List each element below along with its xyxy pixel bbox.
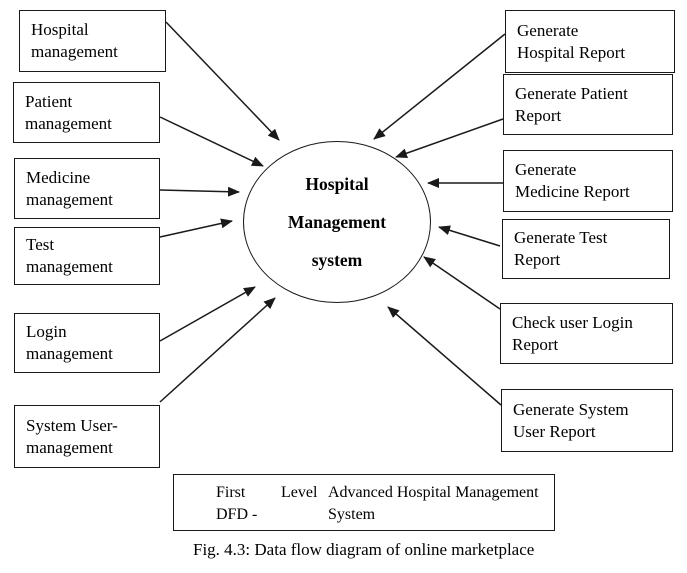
legend-text: DFD - [216, 506, 258, 523]
entity-label: Generate Patient [515, 83, 628, 103]
entity-label: Hospital Report [517, 42, 626, 62]
entity-label: management [26, 257, 113, 276]
legend-box: First Level Advanced Hospital Management… [173, 474, 555, 531]
arrow-check-user-login-report-to-system [423, 256, 501, 310]
entity-label: System User- [26, 415, 118, 435]
process-label-line: Management [287, 212, 387, 232]
entity-box-login-management: Login management [14, 313, 160, 373]
arrow-generate-system-user-report-to-system [387, 306, 502, 406]
entity-label: Report [514, 250, 561, 269]
entity-label: Patient [25, 91, 73, 111]
entity-box-hospital-management: Hospital management [19, 10, 166, 72]
process-label-line: Hospital [305, 174, 369, 194]
arrow-generate-hospital-report-to-system [373, 33, 506, 140]
entity-label: management [26, 344, 113, 363]
entity-label: management [25, 113, 112, 133]
entity-box-medicine-management: Medicine management [14, 158, 160, 219]
arrow-test-management-to-system [159, 218, 233, 238]
entity-label: User Report [513, 421, 596, 441]
entity-box-generate-patient-report: Generate Patient Report [503, 74, 673, 135]
entity-label: Medicine [26, 167, 91, 187]
entity-label: Check user Login [512, 312, 633, 332]
arrow-generate-test-report-to-system [438, 225, 501, 247]
entity-box-system-user-management: System User- management [14, 405, 160, 468]
entity-label: Hospital [31, 20, 89, 39]
entity-box-generate-test-report: Generate Test Report [502, 219, 670, 279]
arrow-system-user-management-to-system [159, 297, 276, 403]
entity-label: management [26, 437, 113, 457]
entity-box-generate-medicine-report: Generate Medicine Report [503, 150, 673, 212]
entity-label: management [31, 42, 118, 61]
legend-text: Advanced Hospital Management [328, 484, 539, 501]
entity-label: Generate System [513, 399, 629, 419]
entity-label: Login [26, 322, 67, 341]
figure-caption: Fig. 4.3: Data flow diagram of online ma… [193, 540, 535, 559]
arrow-login-management-to-system [159, 286, 256, 342]
entity-box-patient-management: Patient management [13, 82, 160, 143]
entity-label: Medicine Report [515, 182, 630, 201]
entity-box-test-management: Test management [14, 227, 160, 285]
entity-box-generate-system-user-report: Generate System User Report [501, 389, 673, 452]
arrow-hospital-management-to-system [165, 21, 280, 141]
process-label-line: system [311, 250, 363, 270]
legend-text: System [328, 506, 376, 523]
entity-label: management [26, 189, 113, 209]
legend-text: First [216, 484, 246, 501]
entity-label: Report [512, 334, 559, 354]
entity-box-generate-hospital-report: Generate Hospital Report [505, 10, 675, 73]
arrow-medicine-management-to-system [159, 186, 240, 197]
arrow-patient-management-to-system [159, 116, 264, 167]
legend-text: Level [281, 484, 318, 501]
entity-label: Test [26, 235, 55, 254]
entity-label: Generate [515, 160, 577, 179]
entity-box-check-user-login-report: Check user Login Report [500, 303, 673, 364]
arrow-generate-patient-report-to-system [395, 118, 504, 159]
entity-label: Report [515, 105, 562, 125]
entity-label: Generate Test [514, 228, 608, 247]
process-circle-hospital-management-system: Hospital Management system [243, 141, 431, 303]
entity-label: Generate [517, 20, 579, 40]
